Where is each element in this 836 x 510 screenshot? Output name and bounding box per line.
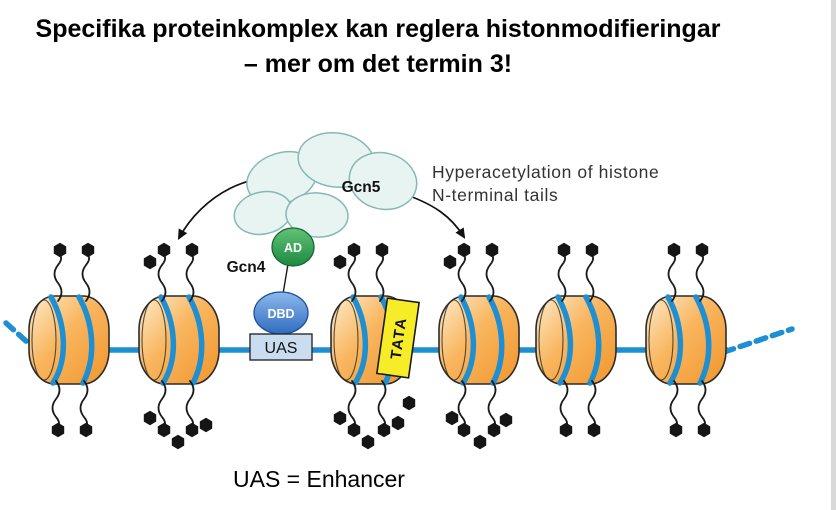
acetyl-hexagon xyxy=(443,254,457,270)
histone-tail xyxy=(485,254,495,302)
histone-tail xyxy=(347,380,357,428)
acetyl-hexagon xyxy=(457,242,471,258)
acetyl-hexagon xyxy=(81,242,95,258)
histone-tail xyxy=(697,380,707,428)
complex-subunit xyxy=(285,192,349,238)
dbd-label: DBD xyxy=(267,307,294,321)
histone-tail xyxy=(79,380,89,428)
nucleosome xyxy=(536,296,616,384)
acetyl-hexagon xyxy=(669,422,683,438)
acetyl-hexagon xyxy=(485,242,499,258)
acetyl-hexagon xyxy=(347,422,361,438)
acetyl-hexagon xyxy=(199,417,213,433)
tata-label: TATA xyxy=(388,316,411,361)
acetyl-hexagon xyxy=(143,410,157,426)
ad-label: AD xyxy=(284,241,302,255)
acetyl-hexagon xyxy=(559,422,573,438)
acetyl-hexagon xyxy=(333,410,347,426)
acetyl-hexagon xyxy=(473,434,487,450)
acetyl-hexagon xyxy=(143,254,157,270)
gcn4-label: Gcn4 xyxy=(227,259,266,276)
acetyl-hexagon xyxy=(587,422,601,438)
nucleosome xyxy=(139,296,219,384)
acetyl-hexagon xyxy=(499,412,513,428)
footer-caption: UAS = Enhancer xyxy=(233,466,405,492)
acetyl-hexagon xyxy=(51,422,65,438)
acetyl-hexagon xyxy=(375,242,389,258)
uas-box: UAS xyxy=(249,333,313,361)
histone-tail xyxy=(375,254,385,302)
ad-dbd-connector xyxy=(282,263,289,295)
acetyl-hexagon xyxy=(445,410,459,426)
uas-rect xyxy=(249,333,313,361)
histone-tail xyxy=(457,254,467,302)
acetyl-hexagon xyxy=(667,242,681,258)
acetyl-hexagon xyxy=(53,242,67,258)
acetyl-hexagon xyxy=(157,422,171,438)
gcn5-label: Gcn5 xyxy=(342,179,381,196)
annotation-line-2: N-terminal tails xyxy=(432,185,558,205)
acetyl-hexagon xyxy=(457,422,471,438)
dna-end-right xyxy=(721,326,795,355)
title-line-2: – mer om det termin 3! xyxy=(243,50,513,78)
histone-tail xyxy=(695,254,705,302)
acetyl-hexagon xyxy=(361,434,375,450)
histone-tail xyxy=(557,254,567,302)
histone-tail xyxy=(587,380,597,428)
title-line-1: Specifika proteinkomplex kan reglera his… xyxy=(35,15,721,43)
acetyl-hexagon xyxy=(377,422,391,438)
annotation-line-1: Hyperacetylation of histone xyxy=(432,162,659,182)
acetyl-hexagon xyxy=(185,242,199,258)
histone-tail xyxy=(157,380,167,428)
acetyl-hexagon xyxy=(557,242,571,258)
acetyl-hexagon xyxy=(347,242,361,258)
histone-tail xyxy=(185,254,195,302)
acetyl-hexagon xyxy=(402,395,416,411)
acetyl-hexagon xyxy=(185,422,199,438)
histone-tail xyxy=(669,380,679,428)
histone-tail xyxy=(667,254,677,302)
histone-tail xyxy=(487,380,497,428)
slide-title: Specifika proteinkomplex kan reglera his… xyxy=(0,12,756,82)
nucleosome xyxy=(646,296,726,384)
uas-label: UAS xyxy=(265,340,298,357)
histone-tail xyxy=(559,380,569,428)
acetyl-hexagon xyxy=(697,422,711,438)
nucleosome xyxy=(29,296,109,384)
acetyl-hexagon xyxy=(585,242,599,258)
histone-tail xyxy=(81,254,91,302)
histone-tail xyxy=(347,254,357,302)
acetyl-hexagon xyxy=(391,415,405,431)
histone-tail xyxy=(585,254,595,302)
histone-tail xyxy=(457,380,467,428)
complex-subunit-gcn5 xyxy=(348,151,418,211)
nucleosome xyxy=(439,296,519,384)
gcn5-complex: Gcn5 xyxy=(233,131,418,238)
slide-right-edge xyxy=(831,0,836,510)
histone-tail xyxy=(157,254,167,302)
histone-tail xyxy=(53,254,63,302)
acetyl-hexagon xyxy=(695,242,709,258)
histone-tail xyxy=(51,380,61,428)
acetyl-hexagon xyxy=(79,422,93,438)
histone-tail xyxy=(185,380,195,428)
acetyl-hexagon xyxy=(333,254,347,270)
tata-rect xyxy=(375,297,421,379)
tata-box: TATA xyxy=(375,297,421,379)
activation-domain xyxy=(271,227,315,267)
acetyl-hexagon xyxy=(171,434,185,450)
acetyl-hexagon xyxy=(157,242,171,258)
histone-tail xyxy=(377,380,387,428)
acetyl-hexagon xyxy=(487,422,501,438)
